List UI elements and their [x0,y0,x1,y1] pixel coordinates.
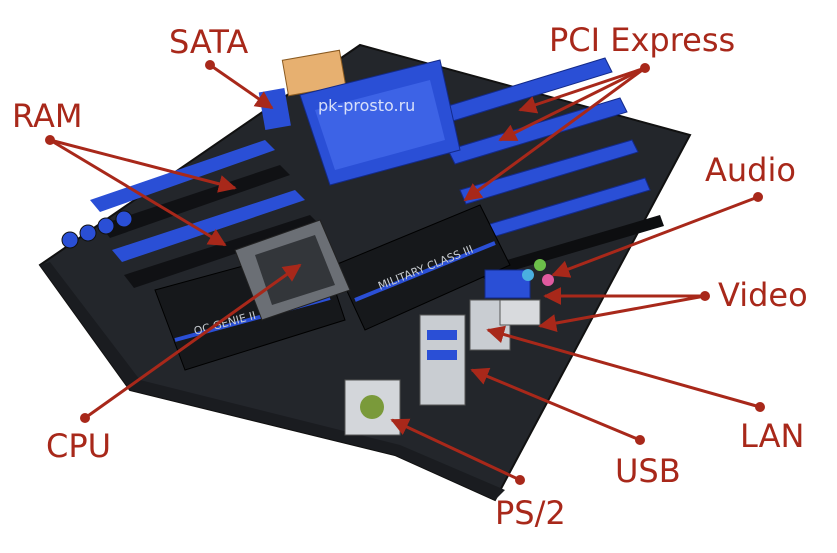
label-sata: SATA [169,23,249,61]
label-ps2: PS/2 [495,494,566,532]
audio-jacks [522,259,554,286]
ram-slots [90,140,320,288]
watermark: pk-prosto.ru [318,96,416,115]
annotation-arrow-ends [45,60,765,485]
label-cpu: CPU [46,427,112,465]
label-lan: LAN [740,417,805,455]
label-pci-express: PCI Express [549,21,736,59]
label-audio: Audio [705,151,796,189]
io-panel [344,259,554,436]
motherboard-pcb-shade [40,262,505,500]
annotation-arrows [49,63,761,482]
label-ram: RAM [12,97,83,135]
label-video: Video [718,276,808,314]
vrm-heatsink-right [334,204,511,331]
capacitors [61,210,133,249]
label-usb: USB [615,452,681,490]
video-port-dvi [499,299,541,326]
pci-slots-black [480,215,664,279]
